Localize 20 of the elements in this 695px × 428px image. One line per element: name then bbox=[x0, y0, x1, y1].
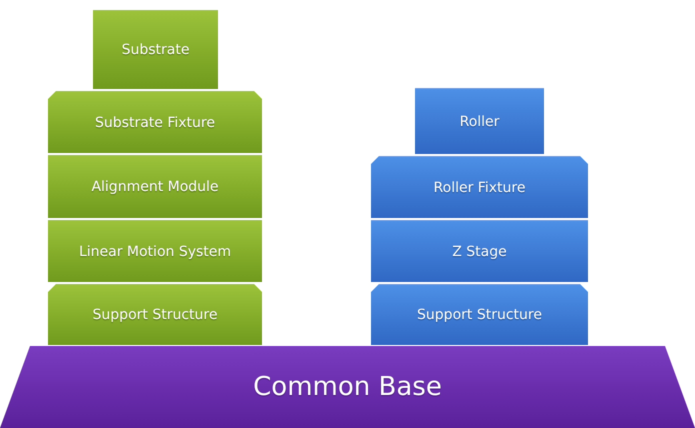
layer-label: Roller Fixture bbox=[434, 180, 526, 196]
layer-block bbox=[48, 220, 262, 282]
layer-block bbox=[48, 91, 262, 153]
layer-label: Common Base bbox=[253, 372, 442, 402]
layer-block bbox=[93, 10, 218, 89]
layer-label: Support Structure bbox=[92, 307, 218, 323]
base-platform bbox=[0, 346, 695, 428]
layer-block bbox=[48, 284, 262, 345]
layer-label: Alignment Module bbox=[91, 179, 219, 195]
layer-label: Linear Motion System bbox=[78, 244, 232, 260]
layer-label: Z Stage bbox=[452, 244, 507, 260]
layer-block bbox=[371, 220, 588, 282]
layer-block bbox=[371, 284, 588, 345]
layer-label: Support Structure bbox=[417, 307, 542, 323]
layer-block bbox=[371, 156, 588, 218]
layer-label: Substrate Fixture bbox=[95, 114, 215, 130]
layer-block bbox=[48, 155, 262, 218]
layer-block bbox=[415, 88, 544, 154]
layer-label: Roller bbox=[460, 114, 500, 130]
layer-label: Substrate bbox=[122, 42, 190, 58]
